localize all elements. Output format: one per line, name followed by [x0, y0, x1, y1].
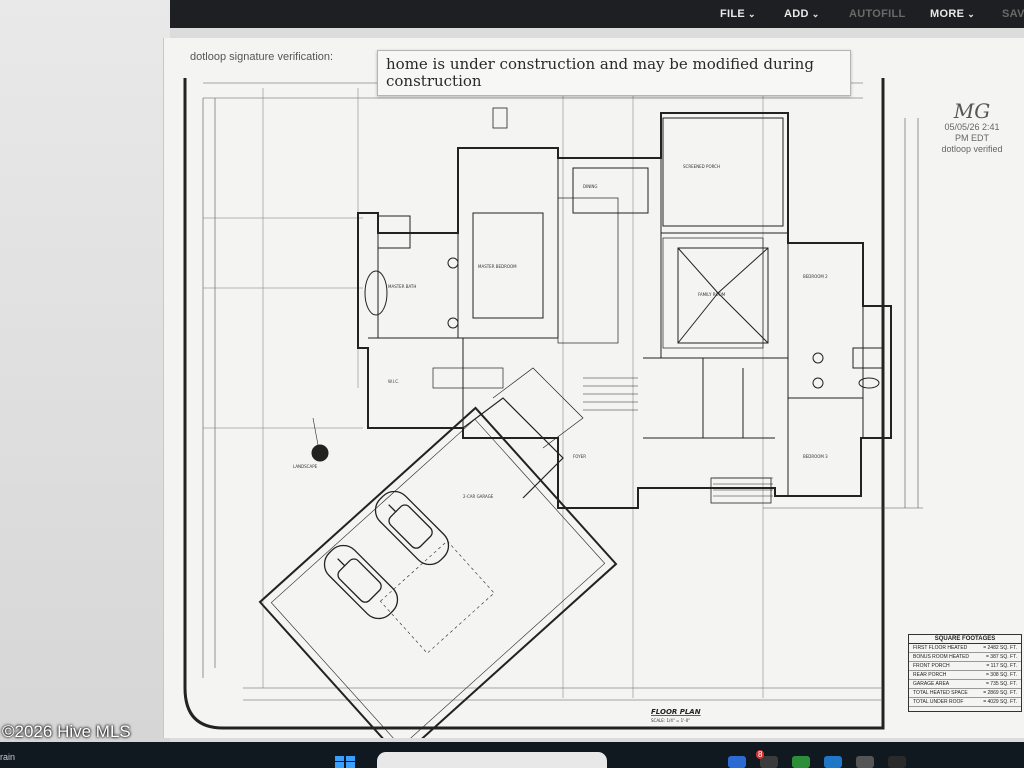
- svg-text:W.I.C.: W.I.C.: [388, 379, 399, 384]
- svg-text:FAMILY ROOM: FAMILY ROOM: [698, 292, 726, 297]
- footage-title: SQUARE FOOTAGES: [909, 635, 1021, 644]
- more-menu[interactable]: MORE⌄: [930, 8, 976, 20]
- svg-text:SCREENED PORCH: SCREENED PORCH: [683, 164, 720, 169]
- background-left: [0, 0, 170, 742]
- signature-time-zone: PM EDT: [954, 133, 989, 143]
- app-icon[interactable]: [728, 756, 746, 768]
- add-menu[interactable]: ADD⌄: [784, 8, 820, 20]
- svg-text:BEDROOM 3: BEDROOM 3: [803, 454, 828, 459]
- svg-text:MASTER BATH: MASTER BATH: [388, 284, 416, 289]
- app-icon[interactable]: [888, 756, 906, 768]
- windows-start-icon[interactable]: [334, 755, 356, 768]
- signature-initials: MG: [953, 99, 991, 123]
- square-footage-table: SQUARE FOOTAGES FIRST FLOOR HEATED= 2482…: [908, 634, 1022, 712]
- svg-text:MASTER BEDROOM: MASTER BEDROOM: [478, 264, 517, 269]
- plan-scale: SCALE: 1/4" = 1'-0": [651, 718, 690, 723]
- footage-row: GARAGE AREA= 735 SQ. FT.: [909, 680, 1021, 689]
- app-icon[interactable]: [856, 756, 874, 768]
- svg-text:BEDROOM 2: BEDROOM 2: [803, 274, 828, 279]
- plan-title: FLOOR PLAN: [651, 708, 701, 716]
- notification-badge: 8: [756, 750, 765, 759]
- mls-watermark: ©2026 Hive MLS: [2, 722, 131, 741]
- footage-row: FIRST FLOOR HEATED= 2482 SQ. FT.: [909, 644, 1021, 653]
- document-page: [163, 38, 1024, 738]
- footage-row: TOTAL UNDER ROOF= 4029 SQ. FT.: [909, 698, 1021, 707]
- weather-text: rain: [0, 752, 16, 762]
- signature-status: dotloop verified: [941, 144, 1003, 154]
- taskbar-search-box[interactable]: [377, 752, 607, 768]
- svg-text:FOYER: FOYER: [573, 454, 586, 459]
- app-icon[interactable]: [824, 756, 842, 768]
- footage-row: TOTAL HEATED SPACE= 2869 SQ. FT.: [909, 689, 1021, 698]
- chevron-down-icon: ⌄: [811, 9, 820, 19]
- chevron-down-icon: ⌄: [967, 9, 976, 19]
- app-icon[interactable]: 8: [756, 750, 778, 768]
- file-menu[interactable]: FILE⌄: [720, 8, 756, 20]
- signature-stamp: MG 05/05/26 2:41 PM EDT dotloop verified: [932, 100, 1012, 155]
- svg-text:LANDSCAPE: LANDSCAPE: [293, 464, 318, 469]
- signature-verification-text: dotloop signature verification:: [190, 51, 334, 63]
- document-toolbar: FILE⌄ ADD⌄ AUTOFILL MORE⌄ SAV: [170, 0, 1024, 28]
- save-button[interactable]: SAV: [1002, 8, 1024, 20]
- svg-text:DINING: DINING: [583, 184, 598, 189]
- chevron-down-icon: ⌄: [748, 9, 756, 19]
- footage-row: BONUS ROOM HEATED= 387 SQ. FT.: [909, 653, 1021, 662]
- autofill-button[interactable]: AUTOFILL: [849, 8, 906, 20]
- construction-notice: home is under construction and may be mo…: [377, 50, 851, 96]
- svg-text:2-CAR GARAGE: 2-CAR GARAGE: [463, 494, 494, 499]
- floor-plan-drawing: MASTER BEDROOM SCREENED PORCH FAMILY ROO…: [183, 78, 923, 738]
- footage-row: FRONT PORCH= 117 SQ. FT.: [909, 662, 1021, 671]
- signature-date: 05/05/26 2:41: [944, 122, 1000, 132]
- footage-row: REAR PORCH= 308 SQ. FT.: [909, 671, 1021, 680]
- app-icon[interactable]: [792, 756, 810, 768]
